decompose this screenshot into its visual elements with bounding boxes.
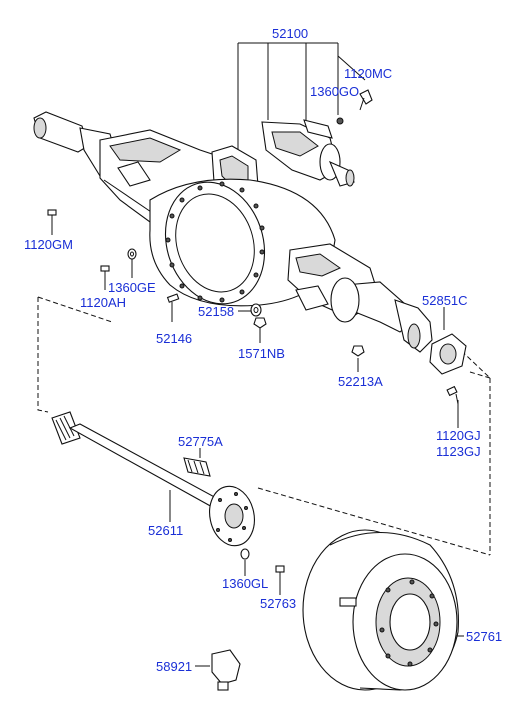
- spring-seat-assembly: [261, 89, 373, 187]
- label-1123GJ: 1123GJ: [436, 444, 481, 459]
- label-52763: 52763: [260, 596, 296, 611]
- label-52611: 52611: [148, 523, 183, 538]
- label-1120MC: 1120MC: [344, 66, 392, 81]
- banjo-bolt-ring: [165, 181, 265, 303]
- bolt-1120GM: [47, 209, 57, 226]
- axle-shaft-52611: [51, 411, 255, 547]
- axle-housing: [33, 111, 433, 353]
- label-52851C: 52851C: [422, 293, 468, 308]
- washer-52158: [250, 303, 262, 317]
- hub-nut-52851C: [429, 333, 467, 375]
- wheel-stud-52775A: [183, 457, 211, 477]
- label-52146: 52146: [156, 331, 192, 346]
- label-58921: 58921: [156, 659, 192, 674]
- bolt-1120AH: [100, 265, 110, 280]
- label-52213A: 52213A: [338, 374, 383, 389]
- washer-1360GL: [240, 548, 250, 560]
- label-1360GE: 1360GE: [108, 280, 156, 295]
- label-52100: 52100: [272, 26, 308, 41]
- screw-52763: [275, 565, 285, 582]
- brake-drum-52761: [302, 529, 459, 691]
- label-1120GM: 1120GM: [24, 237, 73, 252]
- label-52775A: 52775A: [178, 434, 223, 449]
- nut-52213A: [351, 345, 365, 357]
- part-labels: 52100 1120MC 1360GO 1120GM 1360GE 1120AH…: [24, 26, 502, 674]
- bolt-1120GJ: [446, 385, 459, 405]
- label-52158: 52158: [198, 304, 234, 319]
- fitting-58921: [211, 649, 241, 691]
- label-1120AH: 1120AH: [80, 295, 126, 310]
- label-1360GL: 1360GL: [222, 576, 268, 591]
- washer-1360GE: [127, 248, 137, 260]
- pin-52146: [166, 293, 180, 303]
- label-52761: 52761: [466, 629, 502, 644]
- label-1571NB: 1571NB: [238, 346, 285, 361]
- label-1360GO: 1360GO: [310, 84, 359, 99]
- label-1120GJ: 1120GJ: [436, 428, 481, 443]
- nut-1571NB: [253, 317, 267, 329]
